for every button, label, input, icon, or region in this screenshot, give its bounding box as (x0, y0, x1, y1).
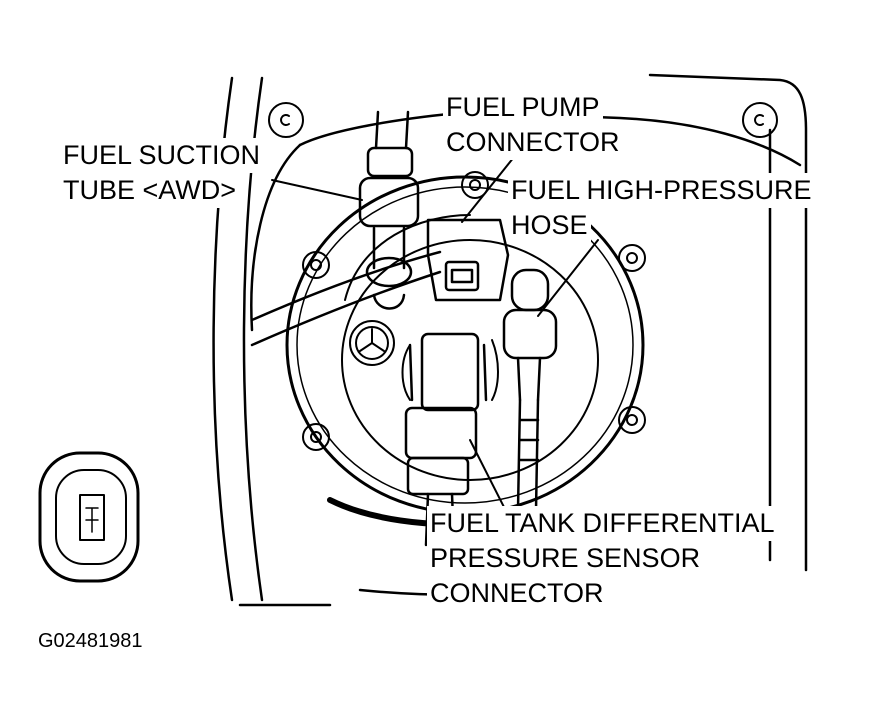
figure-code: G02481981 (38, 630, 143, 652)
fuel-pump-connector-label-line1: FUEL PUMP (443, 90, 603, 125)
panel-screw-right (742, 102, 778, 138)
fuel-suction-tube-label-line1: FUEL SUCTION (60, 138, 264, 173)
leader-suction (271, 179, 363, 201)
fuel-high-pressure-hose-label-line1: FUEL HIGH-PRESSURE (508, 173, 815, 208)
vent-fitting (401, 339, 499, 401)
panel-screw-left (268, 102, 304, 138)
flange-bolt (302, 423, 330, 451)
fuel-high-pressure-hose (502, 268, 558, 512)
flange-bolt (618, 244, 646, 272)
check-valve (349, 320, 395, 366)
leader-lines (271, 151, 599, 516)
wire-harness (250, 250, 442, 347)
fuel-pump-connector (426, 218, 510, 302)
flange-bolt (461, 171, 489, 199)
leader-pump (461, 151, 519, 223)
fuel-pump-connector-label-line2: CONNECTOR (443, 125, 623, 160)
pressure-sensor-label-line2: PRESSURE SENSOR (427, 541, 704, 576)
flange-bolt (618, 406, 646, 434)
fuel-suction-tube (358, 110, 420, 310)
leader-hp-hose (537, 239, 599, 317)
pressure-sensor-label-line1: FUEL TANK DIFFERENTIAL (427, 506, 778, 541)
pressure-sensor-label-line3: CONNECTOR (427, 576, 607, 611)
fuel-high-pressure-hose-label-line2: HOSE (508, 208, 591, 243)
flange-bolt (302, 251, 330, 279)
fuel-suction-tube-label-line2: TUBE <AWD> (60, 173, 240, 208)
access-plug (38, 451, 140, 583)
leader-sensor (469, 439, 509, 516)
